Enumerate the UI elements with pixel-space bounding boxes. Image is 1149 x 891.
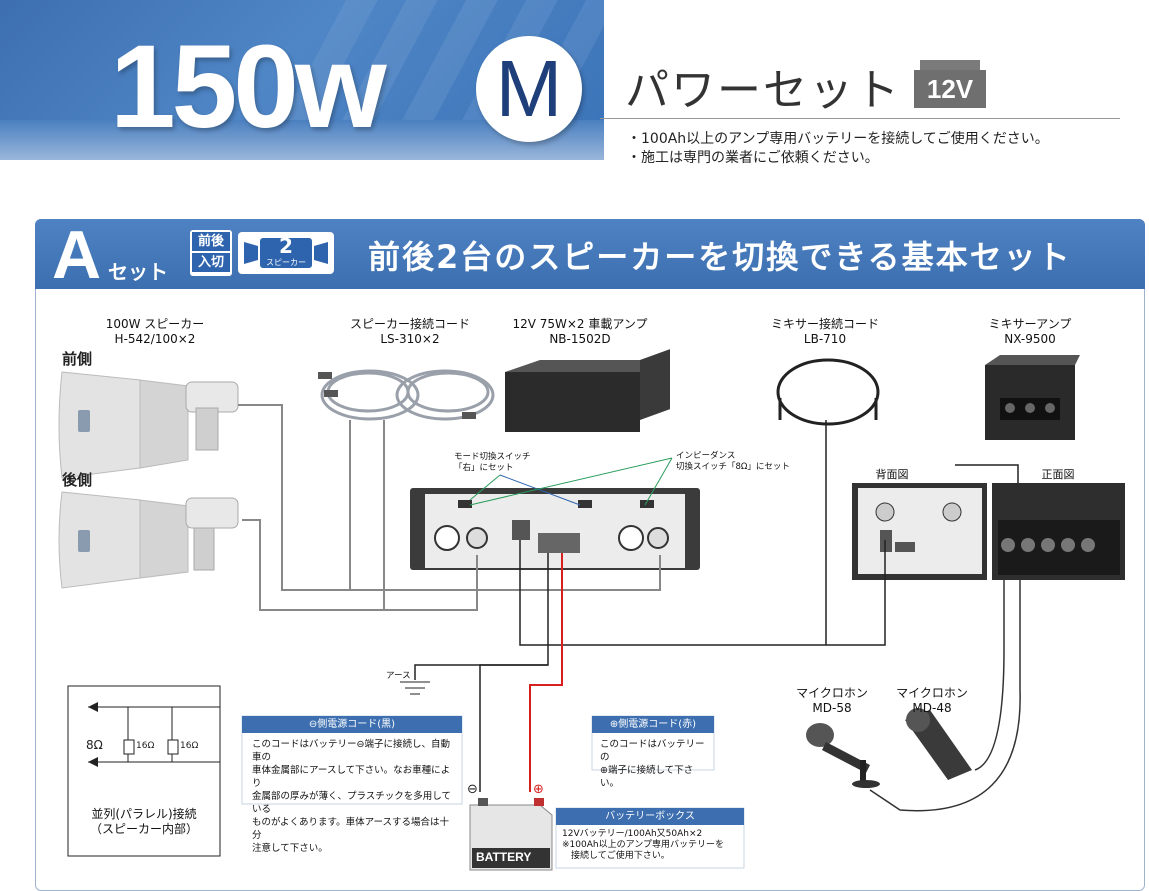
speaker-count: 2 bbox=[279, 234, 293, 258]
earth-symbol bbox=[400, 681, 430, 695]
positive-red-wire bbox=[529, 553, 563, 792]
mixer-wires bbox=[519, 420, 1019, 646]
rear-label: 後側 bbox=[62, 471, 93, 489]
battery-label: BATTERY bbox=[476, 850, 532, 864]
mixer-amp-image bbox=[985, 355, 1080, 440]
section-title: 前後2台のスピーカーを切換できる基本セット bbox=[368, 238, 1072, 276]
section-letter: A bbox=[52, 217, 102, 293]
mic-md48-image bbox=[905, 708, 972, 780]
model-letter-badge: M bbox=[476, 36, 582, 142]
mixer-cord-image bbox=[776, 358, 880, 426]
speaker-wires bbox=[238, 404, 661, 611]
mic-md58-image bbox=[806, 723, 880, 788]
battery-box-text: 12Vバッテリー/100Ah又50Ah×2※100Ah以上のアンプ専用バッテリー… bbox=[562, 829, 724, 861]
back-view-label: 背面図 bbox=[875, 468, 909, 481]
battery-plus-sign: ⊕ bbox=[533, 782, 544, 797]
mode-switch-note: モード切換スイッチ「右」にセット bbox=[454, 452, 531, 473]
two-speaker-icon: 2 スピーカー bbox=[238, 232, 334, 274]
mic-cables bbox=[869, 580, 1021, 812]
unit-ohm-1: 16Ω bbox=[136, 741, 155, 751]
icon-text-on-off: 入切 bbox=[192, 253, 230, 272]
pos-cord-title: ⊕側電源コード(赤) bbox=[609, 719, 697, 730]
mixer-front-panel bbox=[992, 483, 1125, 580]
front-view-label: 正面図 bbox=[1041, 468, 1075, 481]
speaker-icon-text: スピーカー bbox=[266, 258, 306, 267]
parallel-diagram bbox=[67, 685, 221, 857]
amp-rear-panel bbox=[410, 488, 700, 570]
impedance-switch-note: インピーダンス切換スイッチ「8Ω」にセット bbox=[676, 451, 790, 472]
set-name: パワーセット bbox=[625, 65, 901, 116]
section-set-label: セット bbox=[108, 260, 168, 284]
speaker-cord-image bbox=[318, 369, 495, 421]
parallel-total-ohm: 8Ω bbox=[86, 738, 103, 752]
header-divider bbox=[600, 118, 1120, 119]
amp-image bbox=[505, 349, 670, 432]
battery-box-title: バッテリーボックス bbox=[605, 811, 695, 822]
front-speaker-image bbox=[58, 371, 239, 479]
note-2: ・施工は専門の業者にご依頼ください。 bbox=[627, 150, 879, 166]
switch-callout-lines bbox=[469, 457, 673, 506]
neg-cord-text: このコードはバッテリー⊖端子に接続し、自動車の車体金属部にアースして下さい。なお… bbox=[252, 739, 452, 854]
front-back-switch-icon: 前後 入切 bbox=[190, 230, 232, 276]
parallel-caption: 並列(パラレル)接続（スピーカー内部） bbox=[89, 807, 198, 836]
earth-label: アース bbox=[386, 671, 411, 681]
pos-cord-text: このコードはバッテリーの⊕端子に接続して下さい。 bbox=[600, 739, 705, 789]
rear-speaker-image bbox=[58, 491, 239, 589]
note-1: ・100Ah以上のアンプ専用バッテリーを接続してご使用ください。 bbox=[627, 131, 1049, 147]
mixer-back-panel bbox=[852, 483, 987, 580]
neg-cord-title: ⊖側電源コード(黒) bbox=[308, 719, 396, 730]
battery-image bbox=[469, 798, 553, 871]
voltage-label: 12V bbox=[914, 70, 986, 108]
battery-minus-sign: ⊖ bbox=[467, 782, 478, 797]
watt-title: 150w bbox=[110, 21, 387, 153]
front-label: 前側 bbox=[62, 350, 93, 368]
power-wires bbox=[414, 553, 549, 792]
icon-text-front-back: 前後 bbox=[192, 232, 230, 251]
battery-voltage-icon: 12V bbox=[914, 60, 986, 108]
unit-ohm-2: 16Ω bbox=[180, 741, 199, 751]
